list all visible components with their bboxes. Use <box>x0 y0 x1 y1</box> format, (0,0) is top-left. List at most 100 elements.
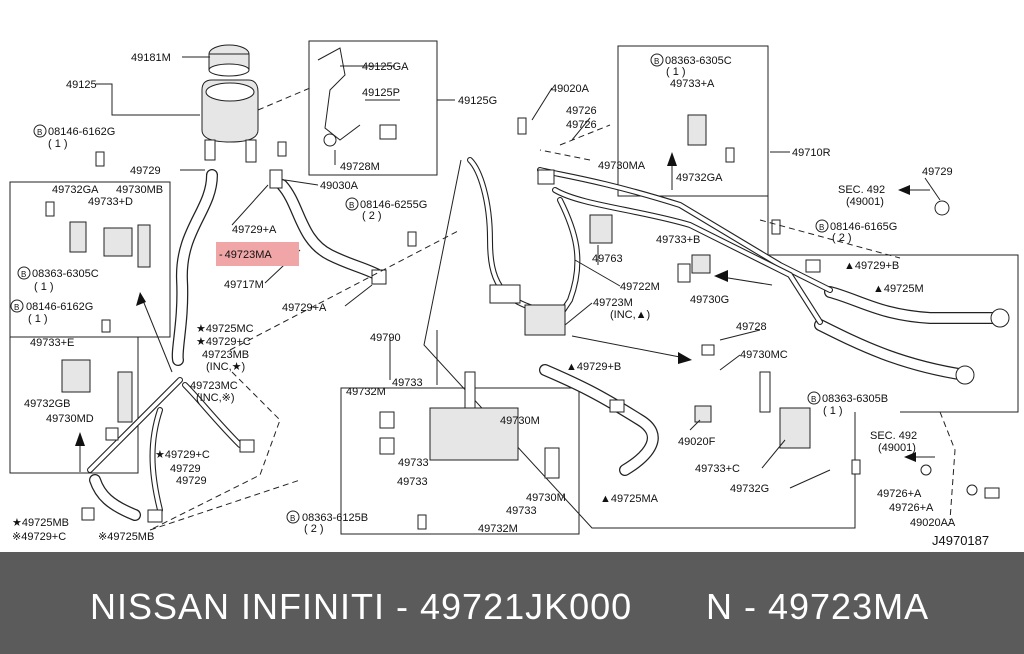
footer-bar: NISSAN INFINITI - 49721JK000 N - 49723MA <box>0 552 1024 654</box>
part-labels: 49181M 49125 B 08146-6162G ( 1 ) 49729 4… <box>10 52 989 548</box>
label-49729C-x: ※49729+C <box>12 531 66 543</box>
label-49732M-a: 49732M <box>346 386 386 398</box>
label-49732GA-b: 49732GA <box>676 172 723 184</box>
hoses <box>89 169 1006 521</box>
label-49728: 49728 <box>736 321 767 333</box>
label-49730G: 49730G <box>690 294 729 306</box>
label-49729C-a: ★49729+C <box>196 336 251 348</box>
label-49730MB: 49730MB <box>116 184 163 196</box>
svg-text:( 2 ): ( 2 ) <box>832 232 852 244</box>
svg-text:( 1 ): ( 1 ) <box>666 66 686 78</box>
label-49730M-b: 49730M <box>526 492 566 504</box>
label-49729C-b: ★49729+C <box>155 449 210 461</box>
svg-text:B: B <box>14 303 19 312</box>
label-49729A-a: 49729+A <box>232 224 277 236</box>
arrows <box>75 152 935 472</box>
label-49726-a: 49726 <box>566 105 597 117</box>
leader-lines <box>96 56 941 489</box>
label-49732GB: 49732GB <box>24 398 70 410</box>
label-08363-6305C-a: 08363-6305C <box>32 268 99 280</box>
label-49732G: 49732G <box>730 483 769 495</box>
label-sec492-b: SEC. 492 <box>870 430 917 442</box>
small-parts <box>45 47 1010 530</box>
label-49723MC: 49723MC <box>190 380 238 392</box>
label-49728M: 49728M <box>340 161 380 173</box>
highlight-box <box>216 242 299 266</box>
label-49125G: 49125G <box>458 95 497 107</box>
svg-text:( 1 ): ( 1 ) <box>48 138 68 150</box>
box-right-outline <box>767 150 1019 413</box>
svg-text:B: B <box>290 514 295 523</box>
label-49725MC: ★49725MC <box>196 323 254 335</box>
label-49125GA: 49125GA <box>362 61 409 73</box>
label-49726A-a: 49726+A <box>877 488 922 500</box>
label-49020A: 49020A <box>551 83 590 95</box>
label-49710R: 49710R <box>792 147 831 159</box>
label-49732M-b: 49732M <box>478 523 518 535</box>
svg-text:B: B <box>21 270 26 279</box>
label-49717M: 49717M <box>224 279 264 291</box>
label-49733C: 49733+C <box>695 463 740 475</box>
oil-cooler <box>429 407 519 461</box>
box-left-lower <box>9 336 139 474</box>
svg-text:(INC,※): (INC,※) <box>196 392 235 404</box>
label-49725MB-star: ★49725MB <box>12 517 69 529</box>
svg-text:( 1 ): ( 1 ) <box>34 281 54 293</box>
footer-cross-ref: N - 49723MA <box>706 586 930 627</box>
box-main-outline <box>423 159 856 529</box>
label-49729-c: 49729 <box>176 475 207 487</box>
parts-diagram: 49181M 49125 B 08146-6162G ( 1 ) 49729 4… <box>9 40 1019 548</box>
label-49726-b: 49726 <box>566 119 597 131</box>
svg-text:( 1 ): ( 1 ) <box>823 405 843 417</box>
label-49733-a: 49733 <box>392 377 423 389</box>
dashed-lines <box>149 124 956 531</box>
label-49725M: ▲49725M <box>873 283 924 295</box>
label-sec492-a: SEC. 492 <box>838 184 885 196</box>
label-49723MB: 49723MB <box>202 349 249 361</box>
label-49725MB-x: ※49725MB <box>98 531 154 543</box>
footer-brand-part: NISSAN INFINITI - 49721JK000 <box>90 586 633 627</box>
label-49733E: 49733+E <box>30 337 74 349</box>
label-49729A-b: 49729+A <box>282 302 327 314</box>
label-49790: 49790 <box>370 332 401 344</box>
diagram-svg: 49181M 49125 B 08146-6162G ( 1 ) 49729 4… <box>9 40 1019 548</box>
label-49020F: 49020F <box>678 436 716 448</box>
label-49730MA: 49730MA <box>598 160 646 172</box>
svg-text:( 2 ): ( 2 ) <box>362 210 382 222</box>
svg-text:(49001): (49001) <box>878 442 916 454</box>
label-49733-c: 49733 <box>397 476 428 488</box>
label-49733D: 49733+D <box>88 196 133 208</box>
label-49730MD: 49730MD <box>46 413 94 425</box>
label-08146-6162G-b: 08146-6162G <box>26 301 93 313</box>
label-49723M: 49723M <box>593 297 633 309</box>
box-bracket-right <box>617 45 769 197</box>
label-49723MA: -49723MA <box>219 249 272 261</box>
label-49733-d: 49733 <box>506 505 537 517</box>
label-49733-b: 49733 <box>398 457 429 469</box>
box-oil-cooler <box>340 387 580 535</box>
label-49729-a: 49729 <box>130 165 161 177</box>
label-49725MA: ▲49725MA <box>600 493 659 505</box>
label-08363-6305C-b: 08363-6305C <box>665 55 732 67</box>
label-08146-6162G-a: 08146-6162G <box>48 126 115 138</box>
label-49020AA: 49020AA <box>910 517 956 529</box>
label-49763: 49763 <box>592 253 623 265</box>
label-49729-d: 49729 <box>922 166 953 178</box>
svg-text:B: B <box>811 395 816 404</box>
svg-text:( 2 ): ( 2 ) <box>304 523 324 535</box>
label-08146-6165G: 08146-6165G <box>830 221 897 233</box>
label-49732GA: 49732GA <box>52 184 99 196</box>
label-49730MC: 49730MC <box>740 349 788 361</box>
label-49729B-b: ▲49729+B <box>566 361 621 373</box>
label-49730M: 49730M <box>500 415 540 427</box>
svg-text:B: B <box>819 223 824 232</box>
box-reservoir-bracket <box>308 40 438 176</box>
label-49125P: 49125P <box>362 87 400 99</box>
label-08363-6305B: 08363-6305B <box>822 393 888 405</box>
frame-lines <box>9 40 1019 535</box>
svg-text:( 1 ): ( 1 ) <box>28 313 48 325</box>
svg-text:(49001): (49001) <box>846 196 884 208</box>
label-49729-b: 49729 <box>170 463 201 475</box>
label-08363-6125B: 08363-6125B <box>302 512 368 524</box>
label-08146-6255G: 08146-6255G <box>360 199 427 211</box>
